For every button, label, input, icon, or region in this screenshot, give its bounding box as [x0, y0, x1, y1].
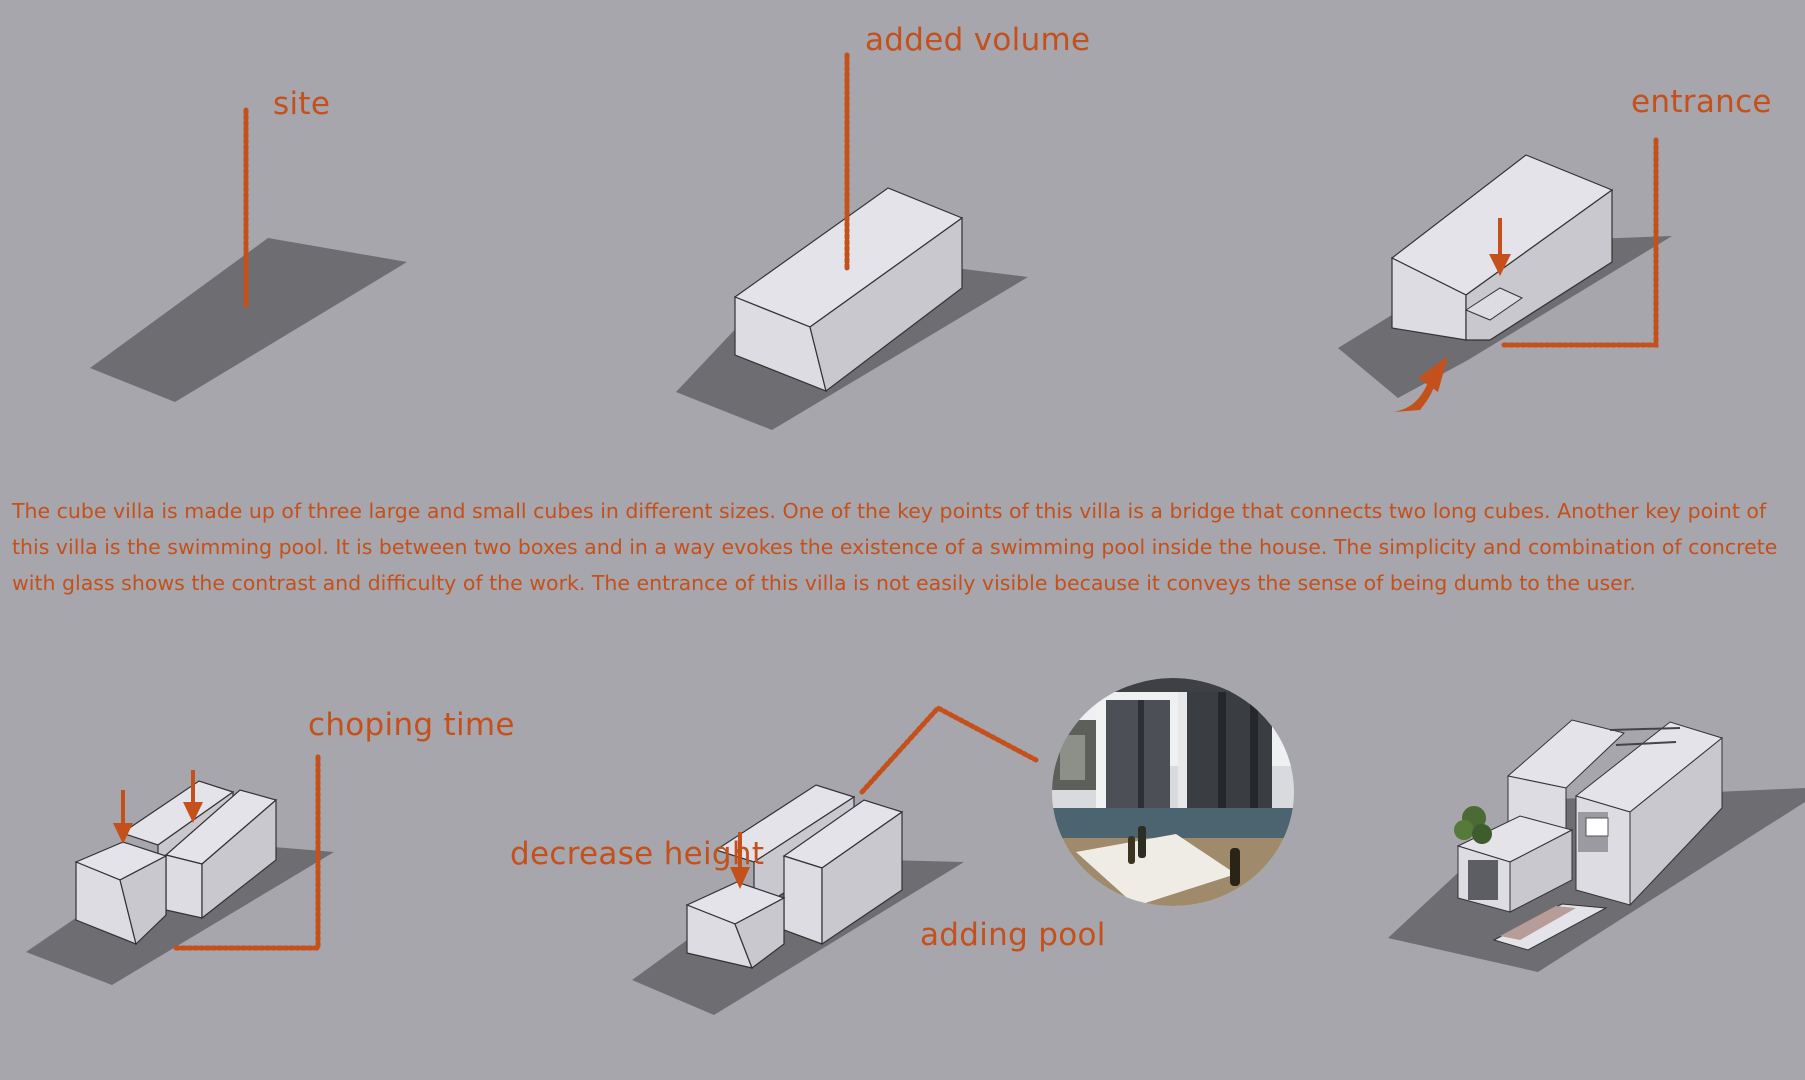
long-box-left-face	[165, 854, 203, 919]
choping-time-diagram	[26, 754, 334, 985]
pool-leader-line	[859, 704, 1039, 795]
front-block-front	[1509, 829, 1573, 913]
label-decrease-height: decrease height	[510, 836, 765, 872]
entrance-leader-line	[1499, 137, 1659, 348]
cube-front-face	[734, 897, 785, 969]
description-paragraph: The cube villa is made up of three large…	[12, 499, 1778, 595]
bridge-slat	[1609, 727, 1681, 731]
site-diagram	[90, 107, 407, 402]
villa-grid-window	[1585, 817, 1609, 837]
added-volume-diagram	[676, 52, 1028, 430]
label-added-volume: added volume	[865, 22, 1091, 58]
tree-foliage	[1454, 820, 1474, 840]
site-shadow	[90, 238, 407, 402]
pool-render-image	[1052, 678, 1294, 906]
entrance-diagram	[1338, 137, 1672, 412]
choping-leader-line	[172, 754, 321, 951]
right-box-left-face	[783, 855, 823, 945]
volume-front-face	[809, 216, 963, 393]
tree-foliage	[1472, 824, 1492, 844]
down-arrow-icon	[113, 790, 133, 844]
villa-walkway-accent	[1500, 906, 1576, 940]
right-box-front-face	[821, 810, 903, 946]
final-villa-model	[1388, 719, 1805, 972]
bridge-slat	[1615, 741, 1677, 746]
villa-glass	[1468, 860, 1498, 900]
label-entrance: entrance	[1631, 84, 1772, 120]
curved-entrance-arrow-icon	[1393, 356, 1448, 412]
label-choping-time: choping time	[308, 707, 515, 743]
down-arrow-icon	[1489, 218, 1511, 276]
down-arrow-icon	[183, 770, 203, 823]
label-site: site	[273, 86, 331, 122]
villa-long-front	[1629, 736, 1723, 907]
entrance-step	[1464, 287, 1524, 321]
cube-front-face	[119, 855, 167, 946]
down-arrow-icon	[730, 832, 750, 889]
label-adding-pool: adding pool	[920, 917, 1106, 953]
decrease-height-diagram	[632, 704, 1039, 1015]
long-box-front-face	[201, 798, 277, 920]
